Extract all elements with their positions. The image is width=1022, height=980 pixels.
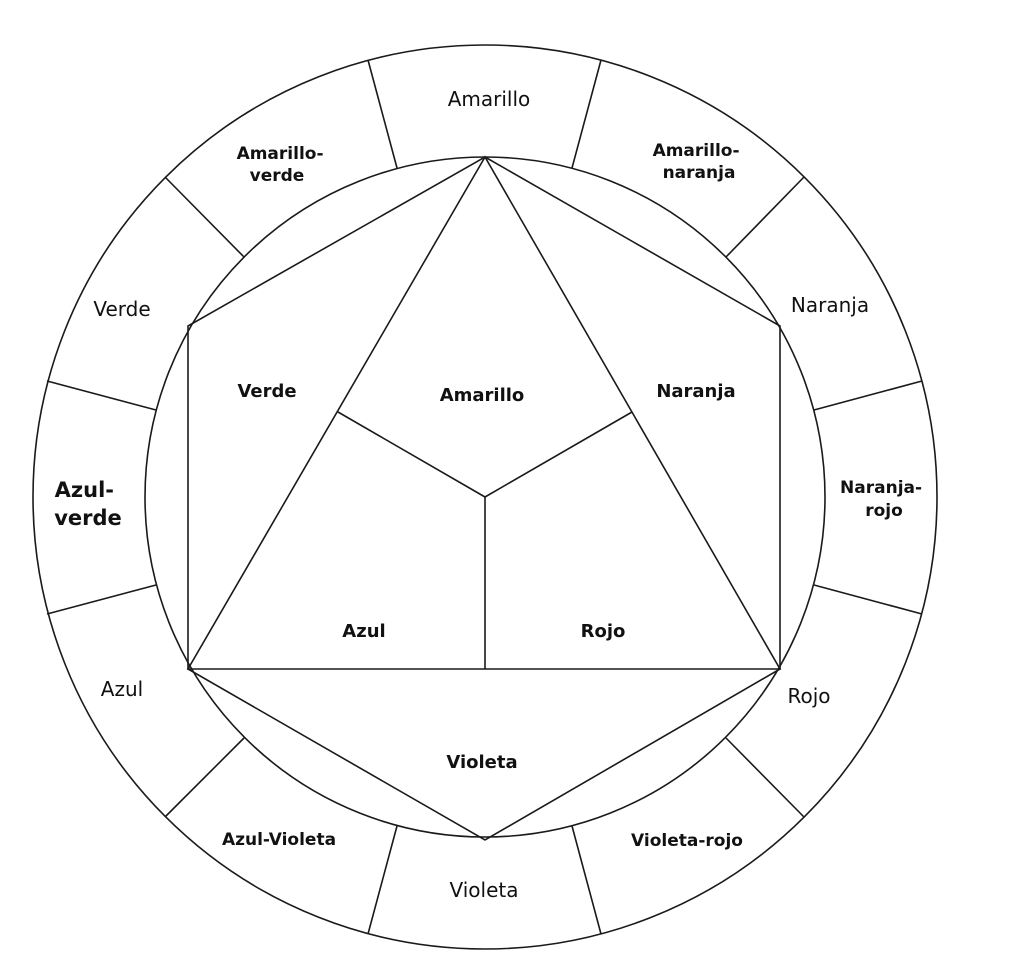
outer-label-naranja-rojo-line2: rojo bbox=[865, 501, 903, 521]
inner-label-violeta: Violeta bbox=[446, 752, 517, 773]
inner-label-azul: Azul bbox=[342, 621, 385, 642]
inner-label-rojo: Rojo bbox=[581, 621, 626, 642]
outer-circle bbox=[32, 44, 938, 950]
inner-label-amarillo: Amarillo bbox=[440, 385, 525, 406]
outer-label-amarillo-naranja: Amarillo- naranja bbox=[653, 141, 746, 183]
inner-shapes bbox=[186, 155, 782, 841]
center-divider-left bbox=[337, 411, 486, 498]
outer-label-azul-verde-line1: Azul- bbox=[55, 478, 114, 502]
outer-label-verde: Verde bbox=[93, 297, 150, 321]
outer-label-amarillo-naranja-line2: naranja bbox=[663, 163, 736, 183]
ring-dividers bbox=[46, 59, 923, 935]
outer-label-amarillo-verde: Amarillo- verde bbox=[237, 144, 330, 186]
outer-label-amarillo-verde-line2: verde bbox=[250, 166, 305, 186]
secondary-hexagon bbox=[187, 156, 781, 841]
center-divider-right bbox=[484, 411, 633, 498]
outer-label-naranja-rojo-line1: Naranja- bbox=[840, 478, 922, 498]
outer-label-violeta-rojo: Violeta-rojo bbox=[631, 831, 743, 851]
inner-label-naranja: Naranja bbox=[656, 381, 735, 402]
outer-label-naranja-rojo: Naranja- rojo bbox=[840, 478, 928, 521]
primary-triangle bbox=[186, 155, 782, 670]
outer-label-naranja: Naranja bbox=[791, 293, 869, 317]
outer-label-amarillo-verde-line1: Amarillo- bbox=[237, 144, 324, 164]
outer-label-azul-verde-line2: verde bbox=[54, 506, 122, 530]
outer-label-violeta: Violeta bbox=[450, 878, 519, 902]
outer-label-amarillo: Amarillo bbox=[448, 87, 531, 111]
outer-label-azul-violeta: Azul-Violeta bbox=[222, 830, 336, 850]
outer-label-amarillo-naranja-line1: Amarillo- bbox=[653, 141, 740, 161]
inner-label-verde: Verde bbox=[237, 381, 296, 402]
outer-label-azul: Azul bbox=[101, 677, 143, 701]
outer-label-azul-verde: Azul- verde bbox=[54, 478, 122, 530]
outer-label-rojo: Rojo bbox=[787, 684, 830, 708]
